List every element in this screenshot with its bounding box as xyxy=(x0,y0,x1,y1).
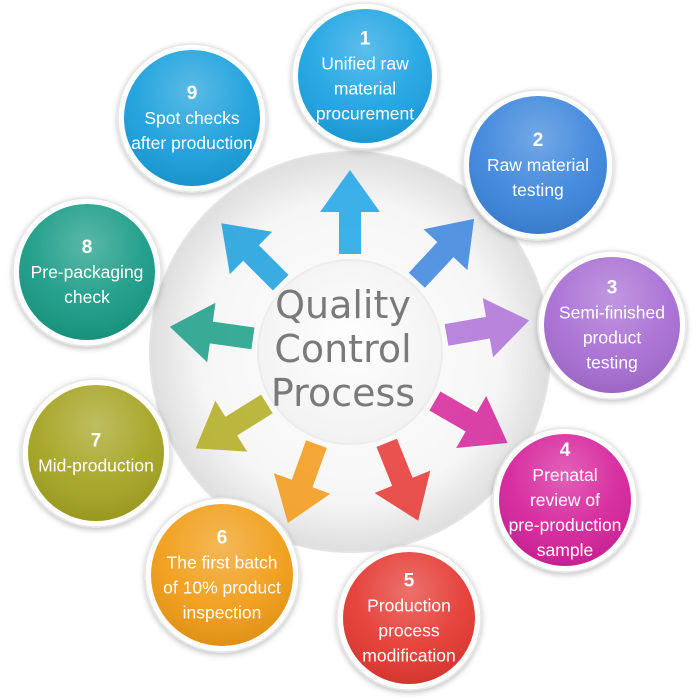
step-8-shine xyxy=(19,204,155,340)
step-3-label-line-2: product xyxy=(583,328,642,348)
step-5-label-line-3: modification xyxy=(362,646,455,666)
step-4-shine xyxy=(499,434,631,566)
arrow-9 xyxy=(221,223,289,291)
step-3-label-line-3: testing xyxy=(586,353,638,373)
center-title-line-2: Control xyxy=(274,327,411,371)
step-8-label-line-1: Pre-packaging xyxy=(31,262,144,282)
step-1-label-line-2: material xyxy=(334,79,396,99)
step-5-label-line-2: process xyxy=(378,621,440,641)
step-3-number: 3 xyxy=(607,278,618,299)
arrow-ring xyxy=(169,170,530,523)
step-1-label-line-3: procurement xyxy=(316,104,414,124)
arrow-3 xyxy=(444,298,530,358)
center-circle xyxy=(257,259,443,445)
step-2-label-line-2: testing xyxy=(512,180,564,200)
step-7-label-line-1: Mid-production xyxy=(38,456,154,476)
step-6-label-line-1: The first batch xyxy=(167,553,278,573)
step-5-label-line-1: Production xyxy=(367,596,451,616)
step-4-label-line-4: sample xyxy=(537,540,593,560)
step-9-label-line-1: Spot checks xyxy=(144,108,240,128)
step-7-number: 7 xyxy=(91,431,102,452)
arrow-5 xyxy=(374,438,431,521)
step-2-number: 2 xyxy=(533,130,544,151)
step-1-number: 1 xyxy=(360,29,371,50)
step-6-number: 6 xyxy=(217,528,228,549)
step-8-number: 8 xyxy=(82,237,93,258)
step-6-label-line-2: of 10% product xyxy=(163,578,281,598)
center-title-line-1: Quality xyxy=(275,283,411,327)
step-6-label-line-3: inspection xyxy=(183,603,262,623)
step-9-label-line-2: after production xyxy=(131,133,253,153)
step-3-shine xyxy=(544,257,680,393)
step-4-label-line-1: Prenatal xyxy=(532,465,597,485)
step-5-number: 5 xyxy=(404,571,415,592)
step-3-label-line-1: Semi-finished xyxy=(559,303,665,323)
step-1-shine xyxy=(298,9,432,143)
step-4-number: 4 xyxy=(560,440,571,461)
arrow-7 xyxy=(195,394,273,452)
step-9-number: 9 xyxy=(187,83,198,104)
step-7-shine xyxy=(28,385,164,521)
step-8-label-line-2: check xyxy=(64,287,110,307)
step-5-shine xyxy=(343,552,475,684)
arrow-1 xyxy=(320,170,380,254)
step-2-shine xyxy=(469,96,607,234)
arrow-6 xyxy=(273,440,331,523)
arrow-8 xyxy=(169,302,255,363)
center-title-line-3: Process xyxy=(271,371,415,415)
step-1-label-line-1: Unified raw xyxy=(321,54,409,74)
step-2-label-line-1: Raw material xyxy=(487,155,589,175)
step-6-shine xyxy=(151,504,293,646)
arrow-4 xyxy=(429,391,508,448)
arrow-2 xyxy=(408,218,475,288)
step-4-label-line-2: review of xyxy=(530,490,600,510)
step-9-shine xyxy=(124,50,260,186)
step-4-label-line-3: pre-production xyxy=(509,515,622,535)
